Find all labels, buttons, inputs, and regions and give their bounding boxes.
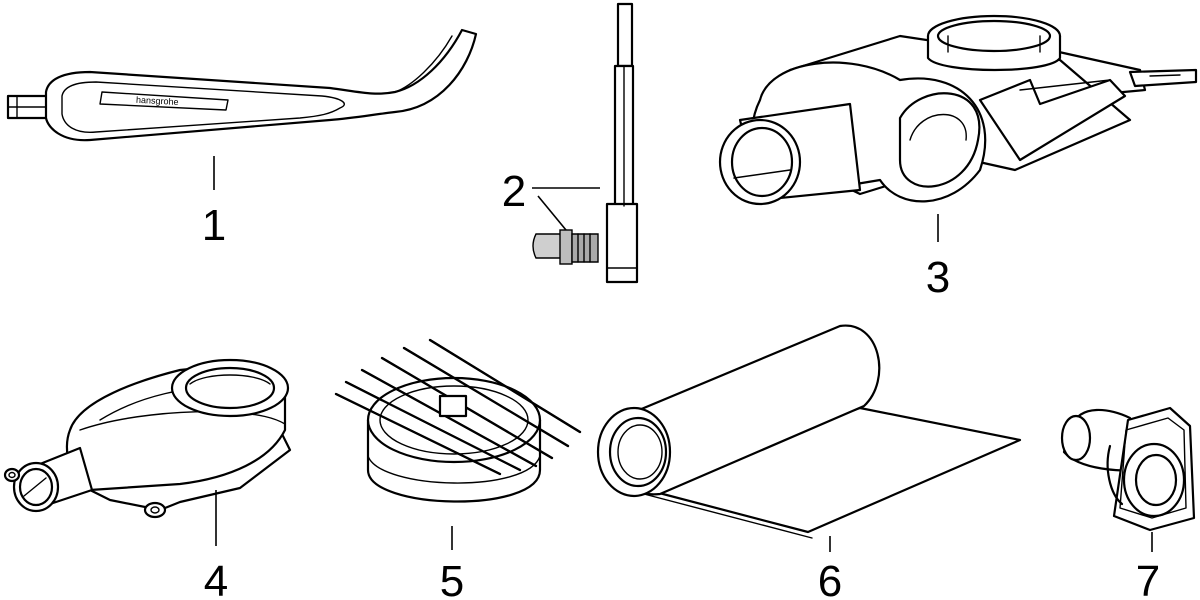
wall-connector-flange-icon [1060, 406, 1196, 552]
hex-key-icon: hansgrohe [6, 28, 478, 190]
part-number-2: 2 [502, 167, 526, 216]
part-number-6: 6 [818, 557, 842, 600]
drain-body-icon [3, 358, 292, 546]
part-number-3: 3 [926, 253, 950, 302]
siphon-body-icon [718, 14, 1198, 242]
grate-strainer-icon [334, 338, 582, 550]
brand-label: hansgrohe [136, 95, 179, 107]
part-number-1: 1 [202, 201, 226, 250]
part-number-7: 7 [1136, 557, 1160, 600]
sealing-mat-roll-icon [596, 324, 1022, 552]
part-number-5: 5 [440, 557, 464, 600]
rod-and-screw-icon [532, 2, 639, 284]
grate-bars [334, 338, 582, 476]
part-number-4: 4 [204, 557, 228, 600]
